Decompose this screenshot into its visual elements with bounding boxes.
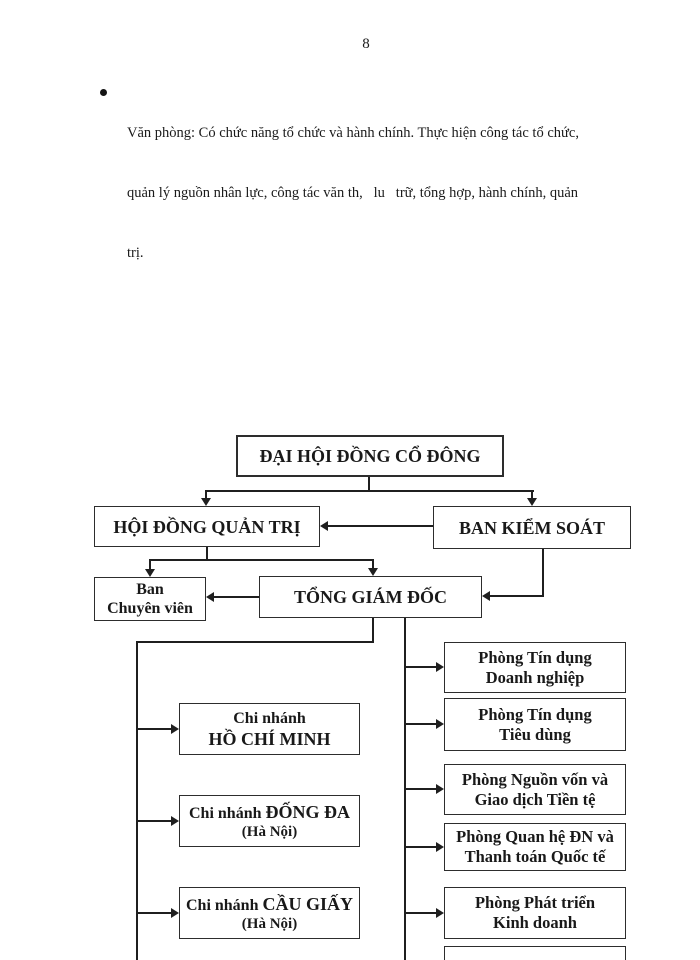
connector-to-dept-business-dev: [405, 912, 436, 914]
connector-to-ceo-stem: [372, 561, 374, 569]
dept-line: Phòng Tín dụng: [478, 647, 592, 667]
dept-line: Phòng Quan hệ ĐN và: [456, 827, 614, 846]
bullet-icon: [100, 89, 107, 96]
branch-city: (Hà Nội): [241, 823, 298, 840]
paragraph-line: Văn phòng: Có chức năng tổ chức và hành …: [127, 125, 579, 141]
org-node-dept-treasury: Phòng Nguồn vốn và Giao dịch Tiền tệ: [444, 764, 626, 815]
connector-to-branch-cau-giay: [137, 912, 171, 914]
branch-prefix: Chi nhánh: [189, 804, 262, 822]
connector-left-branch-horizontal: [136, 641, 374, 643]
connector-to-dept-international: [405, 846, 436, 848]
branch-name: ĐỐNG ĐA: [265, 801, 351, 822]
dept-line: Phòng Phát triển: [474, 893, 596, 912]
arrowhead-to-branch-hcm: [171, 724, 179, 734]
org-node-board-of-directors: HỘI ĐỒNG QUẢN TRỊ: [94, 506, 320, 547]
connector-supervisory-to-board: [328, 525, 433, 527]
arrowhead-to-ceo: [368, 568, 378, 576]
org-node-specialist-team: Ban Chuyên viên: [94, 577, 206, 621]
paragraph-line: quản lý nguồn nhân lực, công tác văn th,…: [127, 185, 579, 201]
connector-to-board-stem: [205, 490, 207, 498]
branch-city: (Hà Nội): [241, 915, 298, 932]
connector-to-dept-treasury: [405, 788, 436, 790]
connector-to-branch-dong-da: [137, 820, 171, 822]
org-node-supervisory-board: BAN KIỂM SOÁT: [433, 506, 631, 549]
dept-line: Doanh nghiệp: [485, 667, 585, 687]
org-node-shareholders-meeting: ĐẠI HỘI ĐỒNG CỔ ĐÔNG: [236, 435, 504, 477]
arrowhead-to-dept-international: [436, 842, 444, 852]
arrowhead-to-supervisory: [527, 498, 537, 506]
arrowhead-to-branch-dong-da: [171, 816, 179, 826]
dept-line: Phòng Nguồn vốn và: [461, 769, 609, 789]
org-node-ceo: TỔNG GIÁM ĐỐC: [259, 576, 482, 618]
connector-supervisory-down: [542, 549, 544, 596]
org-node-label: TỔNG GIÁM ĐỐC: [294, 587, 447, 607]
connector-to-supervisory-stem: [531, 490, 533, 498]
arrowhead-to-branch-cau-giay: [171, 908, 179, 918]
org-node-dept-consumer-credit: Phòng Tín dụng Tiêu dùng: [444, 698, 626, 751]
org-node-dept-accounting: Phòng Kế toán: [444, 946, 626, 960]
arrowhead-to-specialist: [145, 569, 155, 577]
org-node-branch-dong-da: Chi nhánh ĐỐNG ĐA (Hà Nội): [179, 795, 360, 847]
arrowhead-to-dept-business-dev: [436, 908, 444, 918]
connector-ceo-down-left: [372, 618, 374, 643]
arrowhead-to-board: [201, 498, 211, 506]
arrowhead-supervisory-to-ceo: [482, 591, 490, 601]
connector-to-dept-consumer-credit: [405, 723, 436, 725]
org-node-dept-international: Phòng Quan hệ ĐN và Thanh toán Quốc tế: [444, 823, 626, 871]
connector-supervisory-to-ceo: [490, 595, 544, 597]
dept-line: Tiêu dùng: [499, 724, 571, 744]
arrowhead-to-dept-consumer-credit: [436, 719, 444, 729]
org-node-label: BAN KIỂM SOÁT: [458, 517, 606, 538]
paragraph-line: trị.: [127, 245, 144, 261]
connector-to-specialist-stem: [149, 561, 151, 569]
dept-line: Kinh doanh: [493, 913, 577, 932]
branch-prefix: Chi nhánh: [233, 709, 306, 727]
connector-left-spine: [136, 641, 138, 960]
arrowhead-to-dept-corporate-credit: [436, 662, 444, 672]
dept-line: Thanh toán Quốc tế: [464, 847, 606, 866]
org-node-branch-ho-chi-minh: Chi nhánh HỒ CHÍ MINH: [179, 703, 360, 755]
dept-line: Phòng Tín dụng: [478, 704, 592, 724]
org-node-label: Ban: [136, 581, 164, 598]
org-node-branch-cau-giay: Chi nhánh CẦU GIẤY (Hà Nội): [179, 887, 360, 939]
page-number: 8: [362, 36, 370, 52]
arrowhead-ceo-to-specialist: [206, 592, 214, 602]
dept-line: Giao dịch Tiền tệ: [474, 789, 596, 809]
arrowhead-to-dept-treasury: [436, 784, 444, 794]
connector-board-horizontal: [149, 559, 374, 561]
branch-prefix: Chi nhánh: [185, 896, 259, 914]
connector-to-branch-hcm: [137, 728, 171, 730]
org-node-label: ĐẠI HỘI ĐỒNG CỔ ĐÔNG: [259, 446, 481, 466]
branch-name: HỒ CHÍ MINH: [208, 728, 331, 749]
bullet-paragraph: Văn phòng: Có chức năng tổ chức và hành …: [127, 83, 579, 303]
connector-shareholders-down: [368, 477, 370, 491]
connector-board-down: [206, 547, 208, 560]
org-node-dept-business-dev: Phòng Phát triển Kinh doanh: [444, 887, 626, 939]
org-node-label: Chuyên viên: [107, 600, 193, 617]
branch-name: CẦU GIẤY: [262, 893, 353, 914]
connector-top-horizontal: [205, 490, 534, 492]
org-node-label: HỘI ĐỒNG QUẢN TRỊ: [113, 516, 301, 537]
connector-ceo-to-specialist: [214, 596, 259, 598]
connector-to-dept-corporate-credit: [405, 666, 436, 668]
arrowhead-supervisory-to-board: [320, 521, 328, 531]
org-node-dept-corporate-credit: Phòng Tín dụng Doanh nghiệp: [444, 642, 626, 693]
